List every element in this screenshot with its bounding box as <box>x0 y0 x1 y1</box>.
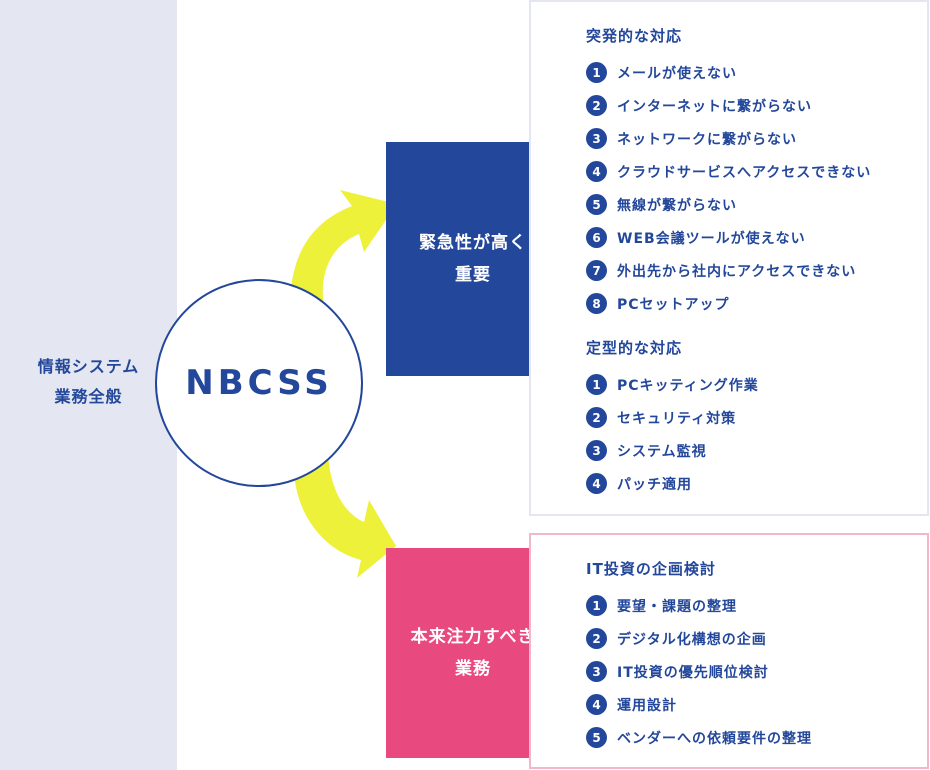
list-item: 6 WEB会議ツールが使えない <box>586 221 871 254</box>
group-title: 定型的な対応 <box>586 339 683 357</box>
number-badge: 6 <box>586 227 607 248</box>
number-badge: 7 <box>586 260 607 281</box>
number-badge: 4 <box>586 161 607 182</box>
number-badge: 8 <box>586 293 607 314</box>
urgent-box-line-2: 重要 <box>455 265 491 285</box>
item-text: システム監視 <box>617 443 707 460</box>
sudden-response-list: 1 メールが使えない 2 インターネットに繋がらない 3 ネットワークに繋がらない 4… <box>586 56 871 320</box>
item-text: 運用設計 <box>617 697 677 714</box>
number-badge: 1 <box>586 595 607 616</box>
list-item: 2 インターネットに繋がらない <box>586 89 871 122</box>
item-text: インターネットに繋がらない <box>617 98 812 115</box>
item-text: デジタル化構想の企画 <box>617 631 767 648</box>
list-item: 4 クラウドサービスへアクセスできない <box>586 155 871 188</box>
list-item: 1 PCキッティング作業 <box>586 368 759 401</box>
it-investment-group: IT投資の企画検討 1 要望・課題の整理 2 デジタル化構想の企画 3 IT投資の優先… <box>586 557 812 754</box>
number-badge: 3 <box>586 440 607 461</box>
list-item: 3 システム監視 <box>586 434 759 467</box>
number-badge: 2 <box>586 95 607 116</box>
number-badge: 4 <box>586 694 607 715</box>
list-item: 8 PCセットアップ <box>586 287 871 320</box>
list-item: 5 ベンダーへの依頼要件の整理 <box>586 721 812 754</box>
item-text: ベンダーへの依頼要件の整理 <box>617 730 812 747</box>
nbcss-label: NBCSS <box>185 363 333 403</box>
core-panel: IT投資の企画検討 1 要望・課題の整理 2 デジタル化構想の企画 3 IT投資の優先… <box>529 533 929 769</box>
list-item: 5 無線が繋がらない <box>586 188 871 221</box>
item-text: パッチ適用 <box>617 476 692 493</box>
group-title: IT投資の企画検討 <box>586 560 716 578</box>
item-text: クラウドサービスへアクセスできない <box>617 164 872 181</box>
routine-response-list: 1 PCキッティング作業 2 セキュリティ対策 3 システム監視 4 パッチ適用 <box>586 368 759 500</box>
down-arrow <box>293 454 396 578</box>
number-badge: 2 <box>586 628 607 649</box>
number-badge: 1 <box>586 62 607 83</box>
item-text: IT投資の優先順位検討 <box>617 664 769 681</box>
left-panel <box>0 0 177 770</box>
number-badge: 4 <box>586 473 607 494</box>
up-arrow <box>289 190 397 316</box>
left-label: 情報システム 業務全般 <box>0 352 177 412</box>
number-badge: 3 <box>586 128 607 149</box>
list-item: 1 メールが使えない <box>586 56 871 89</box>
list-item: 1 要望・課題の整理 <box>586 589 812 622</box>
nbcss-circle: NBCSS <box>155 279 363 487</box>
item-text: 要望・課題の整理 <box>617 598 737 615</box>
item-text: PCセットアップ <box>617 296 730 313</box>
urgent-panel: 突発的な対応 1 メールが使えない 2 インターネットに繋がらない 3 ネットワークに… <box>529 0 929 516</box>
sudden-response-group: 突発的な対応 1 メールが使えない 2 インターネットに繋がらない 3 ネットワークに… <box>586 24 871 320</box>
item-text: メールが使えない <box>617 65 737 82</box>
urgent-box-line-1: 緊急性が高く <box>419 233 527 253</box>
number-badge: 5 <box>586 194 607 215</box>
item-text: WEB会議ツールが使えない <box>617 230 806 247</box>
item-text: PCキッティング作業 <box>617 377 759 394</box>
item-text: 無線が繋がらない <box>617 197 737 214</box>
core-box-line-2: 業務 <box>455 659 491 679</box>
group-title: 突発的な対応 <box>586 27 683 45</box>
list-item: 4 運用設計 <box>586 688 812 721</box>
number-badge: 3 <box>586 661 607 682</box>
number-badge: 5 <box>586 727 607 748</box>
core-box-line-1: 本来注力すべき <box>410 627 536 647</box>
list-item: 3 IT投資の優先順位検討 <box>586 655 812 688</box>
list-item: 7 外出先から社内にアクセスできない <box>586 254 871 287</box>
item-text: ネットワークに繋がらない <box>617 131 797 148</box>
left-label-line-2: 業務全般 <box>54 387 123 406</box>
list-item: 2 デジタル化構想の企画 <box>586 622 812 655</box>
routine-response-group: 定型的な対応 1 PCキッティング作業 2 セキュリティ対策 3 システム監視 4 パッ… <box>586 336 759 500</box>
left-label-line-1: 情報システム <box>37 357 140 376</box>
item-text: セキュリティ対策 <box>617 410 737 427</box>
list-item: 2 セキュリティ対策 <box>586 401 759 434</box>
item-text: 外出先から社内にアクセスできない <box>617 263 857 280</box>
it-investment-list: 1 要望・課題の整理 2 デジタル化構想の企画 3 IT投資の優先順位検討 4 運用設計… <box>586 589 812 754</box>
list-item: 3 ネットワークに繋がらない <box>586 122 871 155</box>
list-item: 4 パッチ適用 <box>586 467 759 500</box>
number-badge: 2 <box>586 407 607 428</box>
number-badge: 1 <box>586 374 607 395</box>
